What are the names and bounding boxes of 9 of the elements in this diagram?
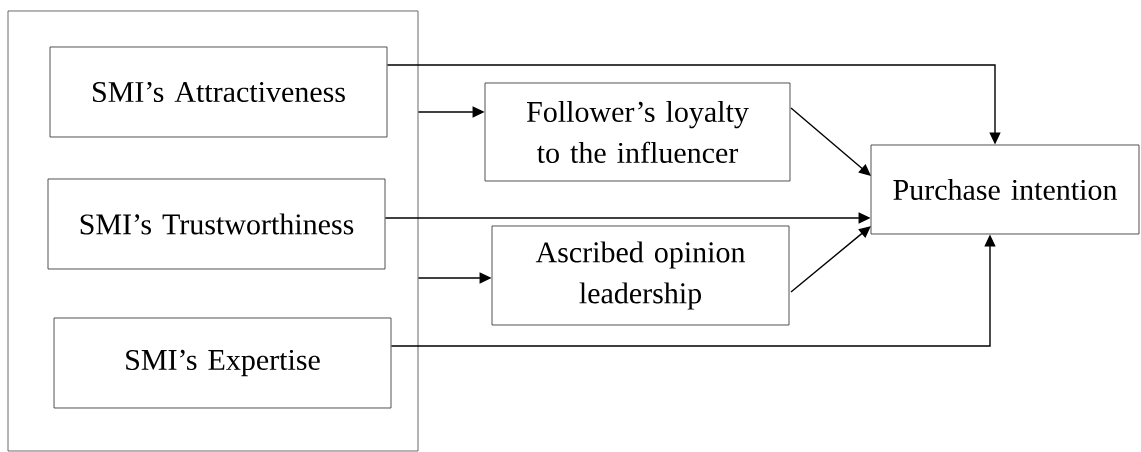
- concept-box: Ascribed opinion leadership: [491, 225, 790, 326]
- concept-box: Follower’s loyalty to the influencer: [484, 82, 791, 182]
- concept-box: Purchase intention: [870, 144, 1140, 235]
- concept-box: SMI’s Trustworthiness: [47, 178, 386, 270]
- concept-box: SMI’s Expertise: [53, 317, 392, 409]
- group-frame: [7, 10, 419, 452]
- concept-box: SMI’s Attractiveness: [49, 46, 388, 138]
- arrow: [790, 226, 871, 293]
- arrow: [790, 107, 871, 176]
